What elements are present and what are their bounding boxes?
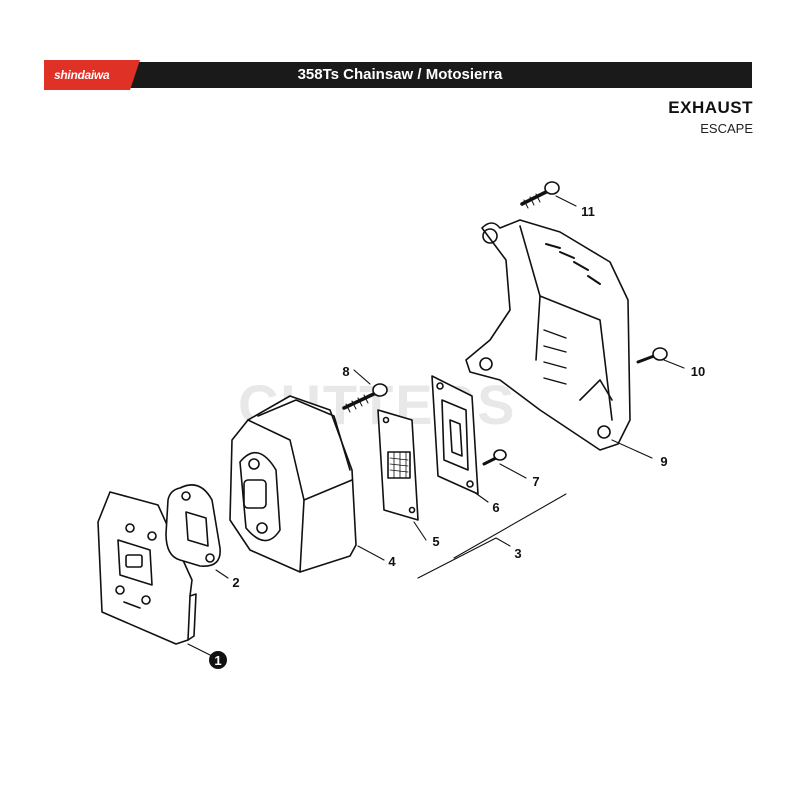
part-2-gasket bbox=[165, 484, 221, 567]
part-6-muffler-cover bbox=[431, 375, 479, 495]
callout-8: 8 bbox=[342, 364, 349, 379]
part-7-screw bbox=[482, 449, 507, 466]
part-9-muffler-housing bbox=[465, 219, 631, 451]
model-title: 358Ts Chainsaw / Motosierra bbox=[297, 66, 503, 83]
part-5-spark-screen bbox=[377, 409, 419, 521]
part-8-bolt bbox=[342, 383, 388, 413]
callout-11: 11 bbox=[581, 204, 595, 219]
brand-tab bbox=[44, 60, 140, 90]
callout-9: 9 bbox=[660, 454, 667, 469]
brand-logo: shindaiwa bbox=[54, 68, 110, 82]
part-11-bolt bbox=[520, 181, 560, 209]
callout-1-marker bbox=[209, 651, 227, 669]
leader-lines bbox=[187, 195, 685, 657]
callout-6: 6 bbox=[492, 500, 499, 515]
part-10-bolt bbox=[636, 347, 668, 364]
callout-4: 4 bbox=[388, 554, 396, 569]
header-bar bbox=[44, 62, 752, 88]
callout-1: 1 bbox=[214, 653, 221, 668]
callout-5: 5 bbox=[432, 534, 439, 549]
callout-2: 2 bbox=[232, 575, 239, 590]
section-title: EXHAUST bbox=[668, 98, 753, 117]
callout-3: 3 bbox=[514, 546, 521, 561]
part-4-muffler-body bbox=[229, 395, 357, 573]
section-subtitle: ESCAPE bbox=[700, 121, 753, 136]
callout-10: 10 bbox=[691, 364, 705, 379]
callout-7: 7 bbox=[532, 474, 539, 489]
